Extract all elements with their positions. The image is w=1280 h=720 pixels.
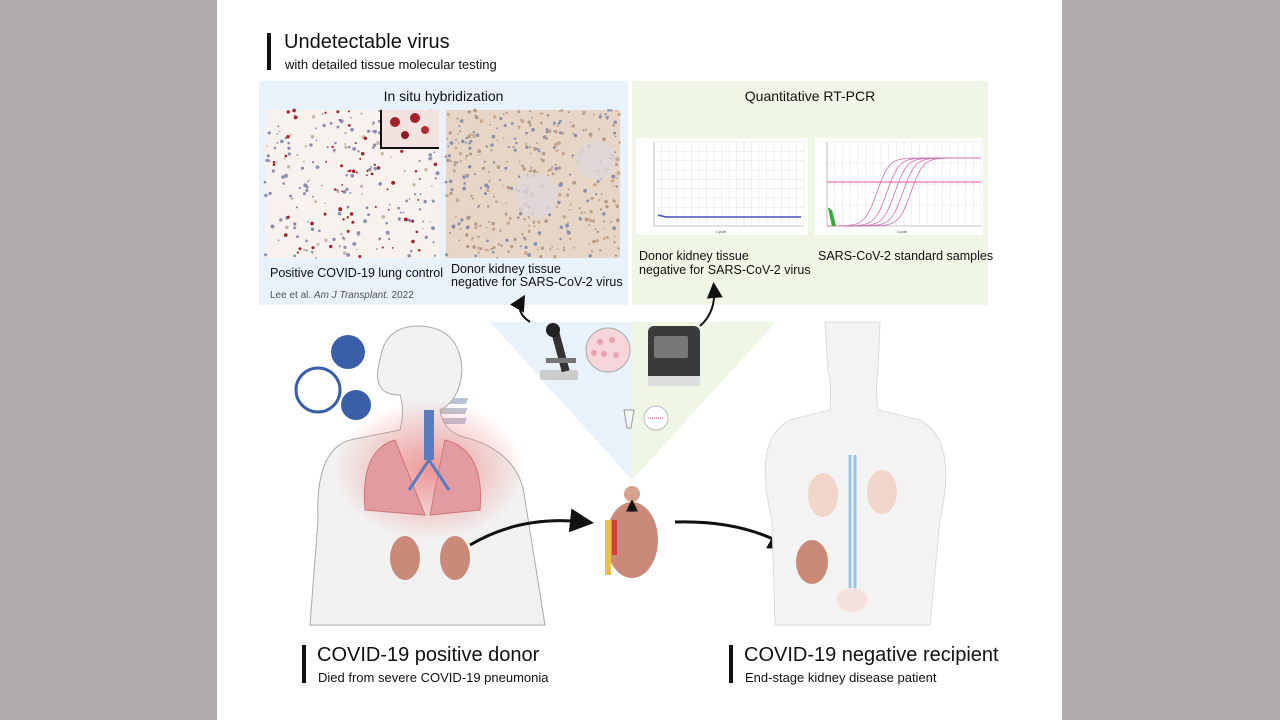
recipient-subtitle: End-stage kidney disease patient xyxy=(745,670,937,685)
recipient-accent-bar xyxy=(729,645,733,683)
citation-journal: Am J Transplant. xyxy=(313,290,389,301)
citation-year: 2022 xyxy=(388,290,414,301)
lung-control-caption: Positive COVID-19 lung control xyxy=(270,266,443,280)
microscope-icon xyxy=(540,323,578,380)
pcr-panel-title: Quantitative RT-PCR xyxy=(744,88,876,104)
donor-kidney-ish-image xyxy=(444,108,622,259)
standard-samples-pcr-chart xyxy=(815,138,983,235)
donor-kidney-pcr-chart xyxy=(636,138,808,235)
citation: Lee et al. Am J Transplant. 2022 xyxy=(270,290,414,301)
tissue-magnified-icon xyxy=(585,327,631,373)
pcr-tube-icon xyxy=(623,405,669,431)
arrow-to-pcr xyxy=(699,282,723,327)
kidney-ish-caption-line2: negative for SARS-CoV-2 virus xyxy=(451,275,623,289)
pcr-donor-caption-line2: negative for SARS-CoV-2 virus xyxy=(639,263,811,277)
pcr-machine-icon xyxy=(648,326,700,386)
ish-panel-title: In situ hybridization xyxy=(383,88,504,104)
page-title: Undetectable virus xyxy=(284,31,450,53)
page-subtitle: with detailed tissue molecular testing xyxy=(285,57,497,72)
isolated-kidney xyxy=(605,486,658,578)
donor-subtitle: Died from severe COVID-19 pneumonia xyxy=(318,670,549,685)
virus-icons xyxy=(294,335,371,420)
kidney-ish-caption-line1: Donor kidney tissue xyxy=(451,262,561,276)
donor-title: COVID-19 positive donor xyxy=(317,644,540,666)
pcr-donor-caption-line1: Donor kidney tissue xyxy=(639,249,749,263)
chart2-xlabel: Cycle xyxy=(897,229,908,234)
arrow-kidney-to-recipient xyxy=(674,520,793,550)
recipient-title: COVID-19 negative recipient xyxy=(744,644,999,666)
arrow-donor-to-kidney xyxy=(469,508,594,547)
donor-body xyxy=(309,325,546,626)
donor-accent-bar xyxy=(302,645,306,683)
pcr-standard-caption: SARS-CoV-2 standard samples xyxy=(818,249,994,263)
lung-control-image xyxy=(263,108,440,259)
title-accent-bar xyxy=(267,33,271,70)
recipient-body xyxy=(764,321,947,626)
chart1-xlabel: Cycle xyxy=(716,229,727,234)
donor-amplification-curve xyxy=(657,214,801,218)
arrow-to-ish xyxy=(510,294,531,323)
citation-authors: Lee et al. xyxy=(270,290,314,301)
